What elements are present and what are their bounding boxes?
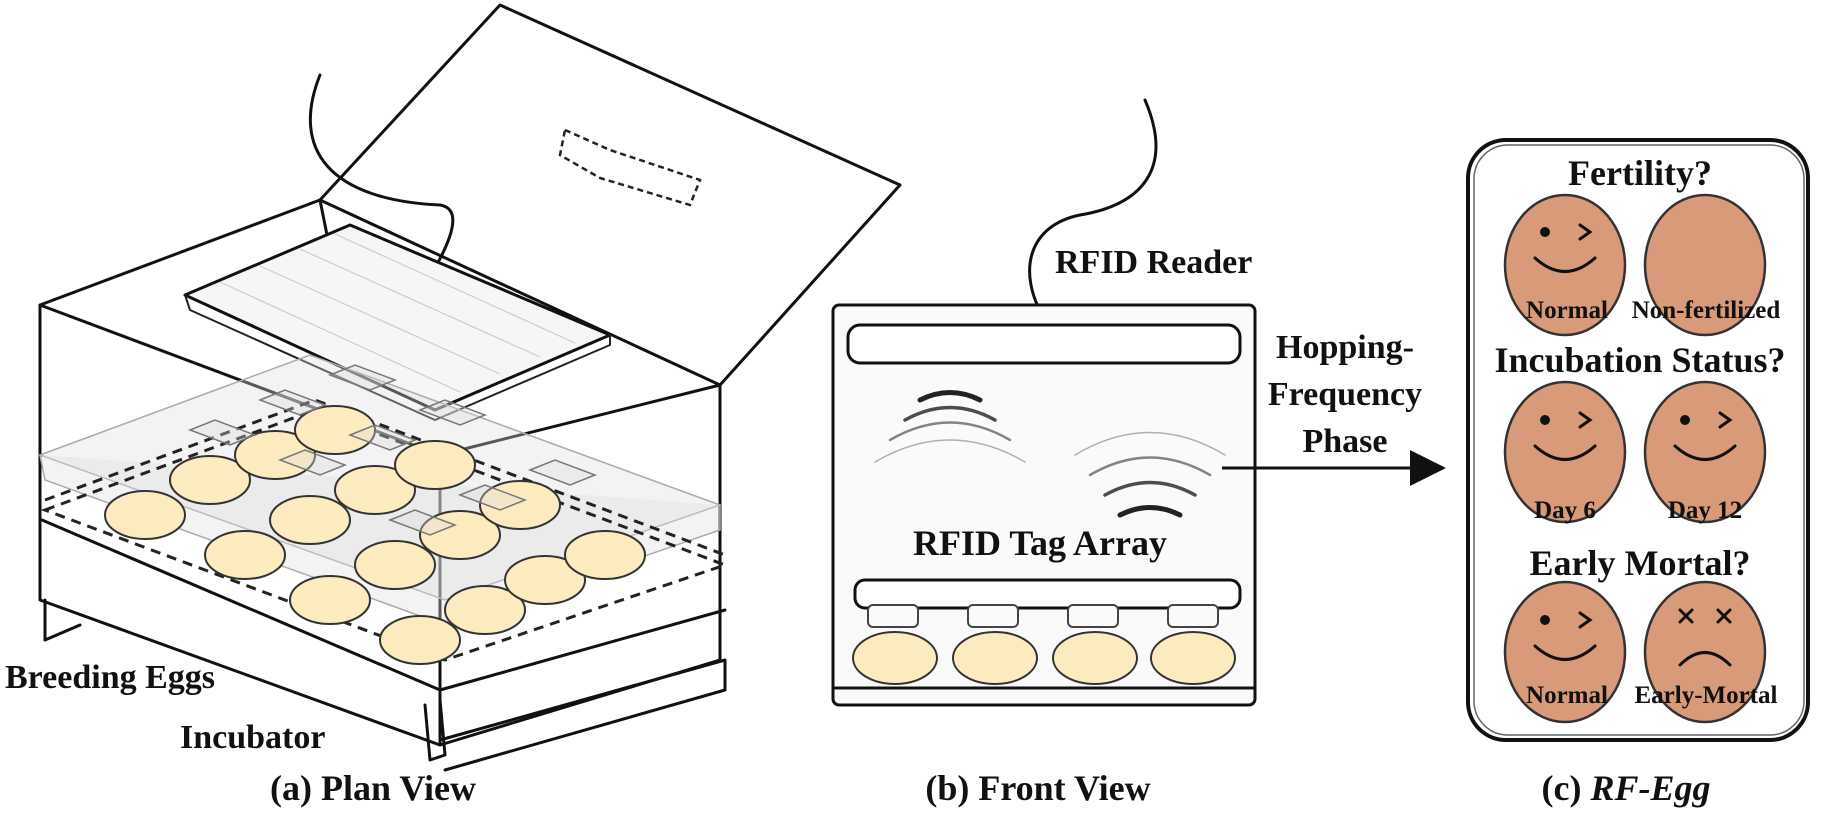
wink-face-icon xyxy=(1673,411,1737,461)
egg-normal-1 xyxy=(1503,193,1627,337)
caption-plan-view: (a) Plan View xyxy=(270,768,476,808)
wave-icon-reader xyxy=(874,390,1026,463)
wink-face-icon xyxy=(1533,611,1597,661)
caption-rf-egg: (c) RF-Egg xyxy=(1542,768,1711,808)
egg-day12 xyxy=(1643,380,1767,524)
plan-rfid-tags xyxy=(187,364,598,536)
egg-normal-3 xyxy=(1503,580,1627,724)
wink-face-icon xyxy=(1533,411,1597,461)
question-fertility: Fertility? xyxy=(1568,153,1712,193)
front-view-panel: RFID Reader RFID Tag Array xyxy=(831,98,1257,808)
label-day6: Day 6 xyxy=(1534,497,1596,524)
label-incubator: Incubator xyxy=(180,719,325,756)
label-fertility-normal: Normal xyxy=(1526,297,1608,324)
label-non-fertilized: Non-fertilized xyxy=(1632,297,1781,324)
arrow-label-line3: Phase xyxy=(1303,423,1388,460)
front-eggs xyxy=(852,631,1236,685)
arrow-label-line1: Hopping- xyxy=(1276,329,1414,366)
plan-view-panel: Breeding Eggs Incubator (a) Plan View xyxy=(5,3,902,808)
egg-non-fertilized xyxy=(1643,193,1767,337)
egg-day6 xyxy=(1503,380,1627,524)
incubator-box xyxy=(37,3,902,772)
question-early-mortal: Early Mortal? xyxy=(1530,543,1751,583)
wink-face-icon xyxy=(1533,223,1597,273)
front-incubator-box xyxy=(831,303,1257,707)
label-rfid-reader: RFID Reader xyxy=(1055,244,1252,281)
caption-rf-egg-name: RF-Egg xyxy=(1589,768,1710,808)
question-incubation-status: Incubation Status? xyxy=(1494,340,1785,380)
rf-egg-panel: Fertility? Normal Non-fertilized Incubat… xyxy=(1466,138,1810,808)
label-mortal-normal: Normal xyxy=(1526,682,1608,709)
sad-face-icon xyxy=(1678,608,1732,667)
caption-front-view: (b) Front View xyxy=(925,768,1150,808)
breeding-eggs xyxy=(104,405,646,665)
signal-arrow: Hopping- Frequency Phase xyxy=(1222,329,1446,486)
label-rfid-tag-array: RFID Tag Array xyxy=(913,523,1167,563)
front-tag-array xyxy=(867,604,1219,628)
arrow-label-line2: Frequency xyxy=(1268,376,1422,413)
label-day12: Day 12 xyxy=(1668,497,1742,524)
label-early-mortal: Early-Mortal xyxy=(1634,682,1777,709)
caption-rf-egg-prefix: (c) xyxy=(1542,768,1591,808)
wave-icon-tags xyxy=(1074,431,1226,518)
label-breeding-eggs: Breeding Eggs xyxy=(5,659,215,696)
